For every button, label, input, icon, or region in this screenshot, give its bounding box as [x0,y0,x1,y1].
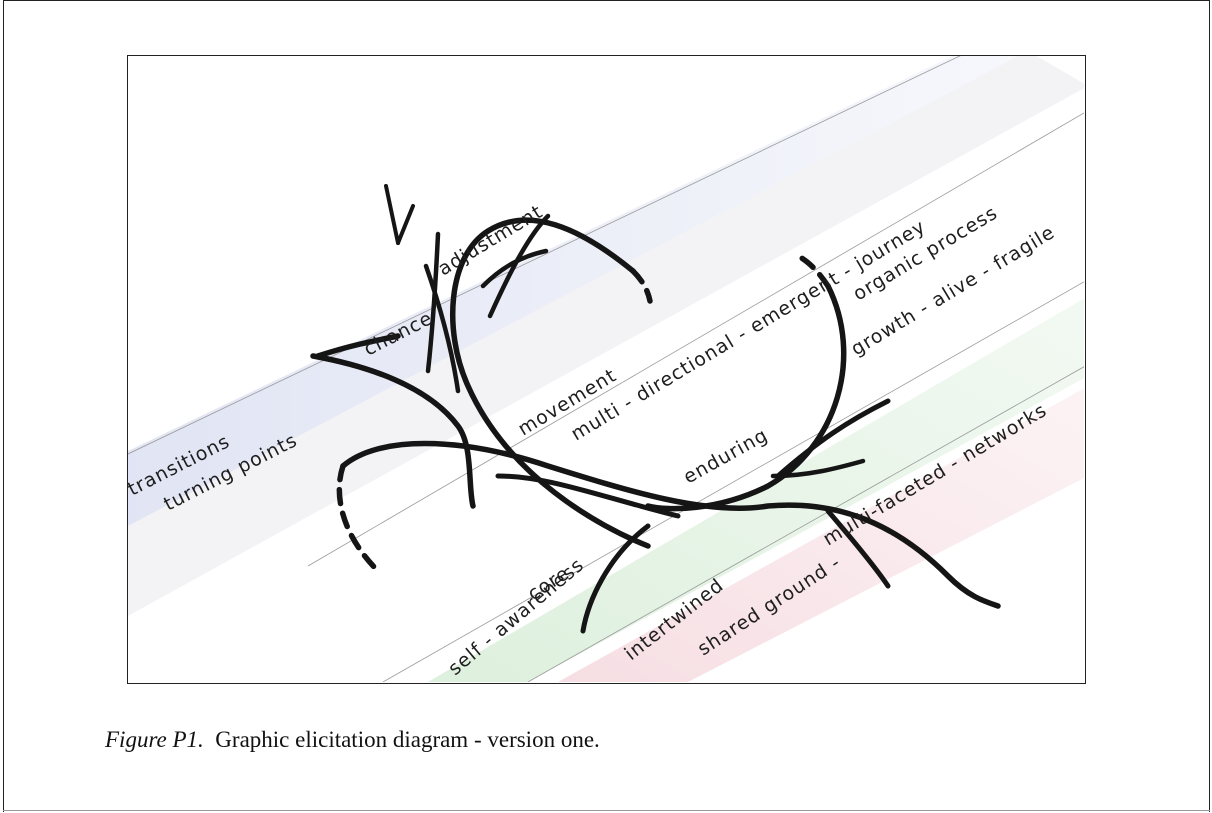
guide-line-1 [128,56,961,455]
lower-twig-2 [580,523,651,634]
lower-twig-3 [825,508,891,589]
label-enduring: enduring [680,424,772,488]
twig-1 [425,231,441,374]
v-left [384,184,400,245]
band-pink [558,388,1084,682]
guide-lines [128,56,1084,682]
caption-label: Figure P1. [105,727,204,752]
lower-cross [340,440,1001,609]
dash-upper-left [630,268,653,304]
main-loop [450,217,651,549]
upper-branch [310,353,476,509]
guide-line-2 [307,112,1084,567]
twig-2 [423,263,461,394]
elicitation-diagram: transitions turning points chance adjust… [128,56,1084,682]
v-right [396,204,415,245]
bottom-rule [3,810,1210,811]
band-grey [128,56,1084,616]
figure-caption: Figure P1. Graphic elicitation diagram -… [105,727,600,753]
caption-text: Graphic elicitation diagram - version on… [215,727,600,752]
right-twig [770,458,866,479]
left-stub [315,333,401,359]
figure-frame: transitions turning points chance adjust… [127,55,1086,684]
branch-strokes [310,184,1001,634]
guide-line-4 [527,366,1084,682]
page-frame [3,0,1210,812]
twig-4 [480,248,549,289]
dash-upper-right [795,253,831,289]
right-branch [775,398,891,479]
guide-line-3 [382,281,1084,682]
dash-lower-left [336,463,381,574]
lower-twig-1 [495,473,681,519]
